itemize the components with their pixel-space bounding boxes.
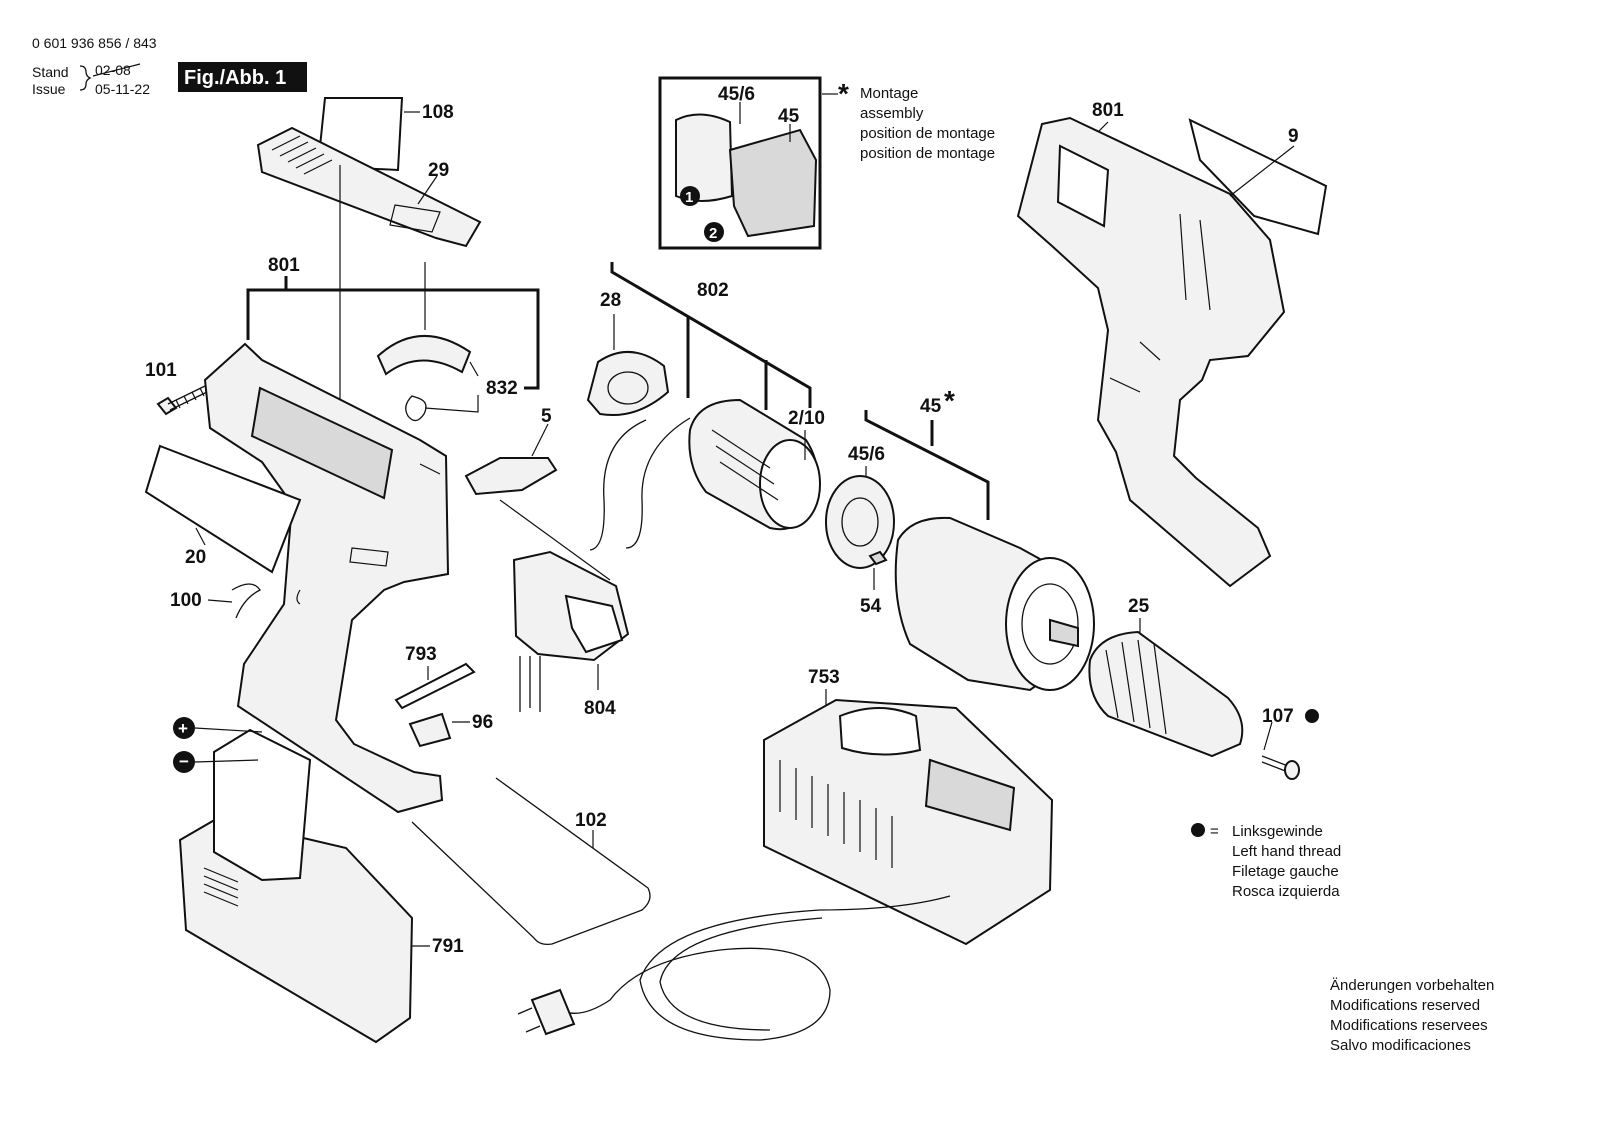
plus-sign: +: [178, 719, 188, 738]
part-832-spring: [405, 395, 427, 422]
part-753-charger: [763, 698, 1054, 946]
gearbox-spindle: [1049, 618, 1079, 648]
assembly-note-line-4: position de montage: [860, 145, 995, 162]
part-96-latch: [408, 712, 452, 748]
callout-753: 753: [808, 667, 840, 688]
issue-label: Issue: [32, 81, 66, 97]
assembly-note-line-3: position de montage: [860, 125, 995, 142]
charger-label-panel: [924, 758, 1016, 832]
callout-45-6: 45/6: [848, 444, 885, 465]
inset-callout-45-6: 45/6: [718, 84, 755, 105]
callout-100: 100: [170, 590, 202, 611]
callout-20: 20: [185, 547, 206, 568]
stand-label: Stand: [32, 64, 69, 80]
callout-2-10: 2/10: [788, 408, 825, 429]
date-brace: [79, 65, 92, 91]
inset-part-45: [728, 128, 818, 238]
callout-102: 102: [575, 810, 607, 831]
part-45-6-ring-gear: [825, 475, 895, 569]
step-2: 2: [709, 225, 717, 242]
part-101-screw-head: [156, 396, 178, 416]
motor-wire-2: [625, 417, 691, 549]
callout-25: 25: [1128, 596, 1150, 617]
legend-dot: [1191, 823, 1205, 837]
callout-5: 5: [541, 406, 552, 427]
callout-96: 96: [472, 712, 493, 733]
charger-power-cord: [559, 895, 951, 1041]
callout-802: 802: [697, 280, 729, 301]
callout-101: 101: [145, 360, 177, 381]
part-20-side-pad: [144, 444, 302, 574]
part-107-screw-shank: [1261, 755, 1289, 773]
callout-107: 107: [1262, 706, 1294, 727]
part-25-keyless-chuck: [1088, 630, 1244, 758]
part-28-brush-holder: [586, 350, 670, 416]
callout-804: 804: [584, 698, 616, 719]
callout-45: 45: [920, 396, 942, 417]
callout-108: 108: [422, 102, 454, 123]
callout-801-right: 801: [1092, 100, 1124, 121]
callout-54: 54: [860, 596, 882, 617]
callout-832: 832: [486, 378, 518, 399]
callout-29: 29: [428, 160, 449, 181]
callout-9: 9: [1288, 126, 1299, 147]
callout-28: 28: [600, 290, 621, 311]
part-107-screw-head: [1284, 760, 1300, 780]
footer-line-1: Änderungen vorbehalten: [1330, 977, 1494, 994]
part-832-clip: [376, 334, 472, 376]
part-793-strip: [394, 662, 476, 710]
figure-label: Fig./Abb. 1: [184, 67, 286, 89]
minus-sign: −: [179, 752, 189, 771]
minus-terminal-marker: [173, 751, 195, 773]
legend-line-4: Rosca izquierda: [1232, 883, 1340, 900]
step-1-marker: [680, 186, 700, 206]
part-9-sticker: [1188, 118, 1328, 236]
stand-date-strike: [92, 63, 141, 77]
footer-line-4: Salvo modificaciones: [1330, 1037, 1471, 1054]
legend-equals: =: [1210, 823, 1219, 840]
inset-callout-45: 45: [778, 106, 800, 127]
part-5-switch-slider: [464, 457, 558, 496]
legend-line-1: Linksgewinde: [1232, 823, 1323, 840]
part-102-wire-seal: [411, 777, 651, 946]
charger-battery-well: [838, 707, 922, 756]
motor-wire-1: [589, 419, 647, 551]
callout-801-left: 801: [268, 255, 300, 276]
assembly-note-line-1: Montage: [860, 85, 918, 102]
housing-grip-window: [250, 386, 394, 500]
mains-plug-pins: [517, 1007, 541, 1033]
mains-plug: [530, 988, 576, 1036]
callout-791: 791: [432, 936, 464, 957]
document-number: 0 601 936 856 / 843: [32, 35, 157, 51]
motor-end-cap: [759, 439, 821, 529]
footer-line-2: Modifications reserved: [1330, 997, 1480, 1014]
battery-tower: [213, 728, 312, 882]
step-2-marker: [704, 222, 724, 242]
legend-line-2: Left hand thread: [1232, 843, 1341, 860]
legend-line-3: Filetage gauche: [1232, 863, 1339, 880]
part-45-star: *: [944, 385, 955, 416]
plus-terminal-marker: [173, 717, 195, 739]
left-hand-thread-dot: [1305, 709, 1319, 723]
issue-date: 05-11-22: [95, 81, 150, 97]
assembly-note-line-2: assembly: [860, 105, 924, 122]
housing-inner-rib: [1056, 144, 1110, 228]
stand-date: 02-08: [95, 62, 131, 78]
step-1: 1: [685, 189, 693, 206]
part-29-top-cover: [256, 126, 482, 248]
assembly-star: *: [838, 78, 849, 109]
part-100-spring: [231, 583, 261, 619]
callout-793: 793: [405, 644, 437, 665]
footer-line-3: Modifications reservees: [1330, 1017, 1488, 1034]
part-54-screw: [868, 550, 888, 566]
figure-label-box: [178, 62, 307, 92]
